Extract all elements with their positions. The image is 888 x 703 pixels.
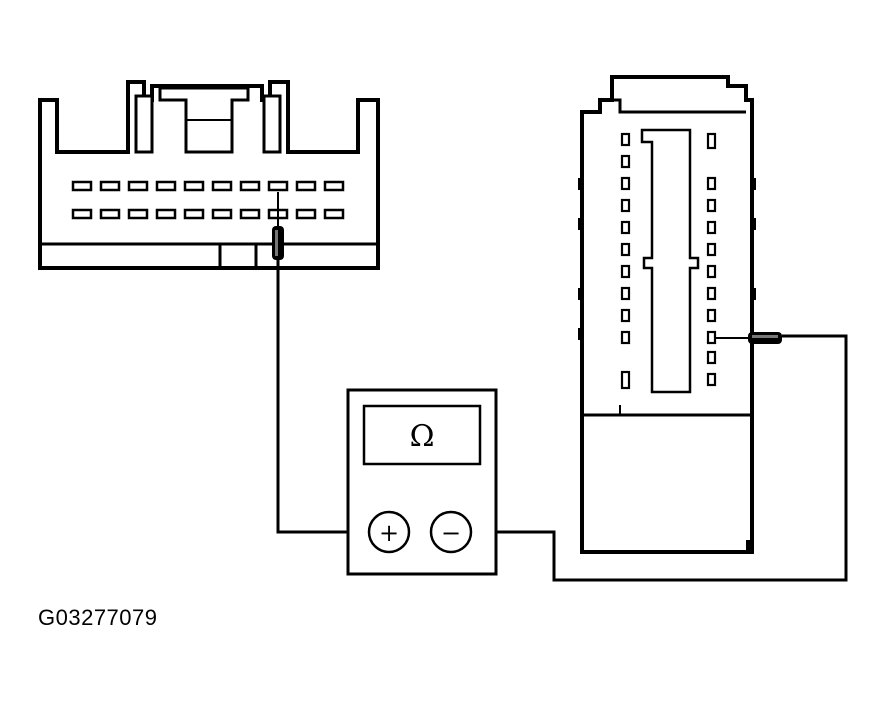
left-connector-pin-row-top [71, 180, 345, 192]
negative-terminal [429, 510, 473, 554]
right-connector-left-side-tabs [578, 178, 756, 552]
ohm-symbol: Ω [410, 419, 435, 454]
right-connector-pin-column-left [620, 132, 631, 390]
right-component-connector [580, 75, 754, 554]
negative-lead-wire [472, 334, 848, 582]
right-test-probe [716, 332, 782, 344]
positive-terminal [367, 510, 411, 554]
test-leads [276, 260, 848, 582]
right-connector-pin-column-right [706, 132, 717, 387]
figure-id-label: G03277079 [38, 605, 158, 630]
left-test-probe [272, 192, 284, 260]
left-harness-connector [38, 80, 380, 270]
negative-terminal-symbol: − [441, 519, 461, 547]
ohmmeter: Ω + − [346, 388, 498, 576]
positive-lead-wire [276, 260, 368, 534]
positive-terminal-symbol: + [379, 519, 399, 547]
ohmmeter-display [362, 404, 482, 466]
